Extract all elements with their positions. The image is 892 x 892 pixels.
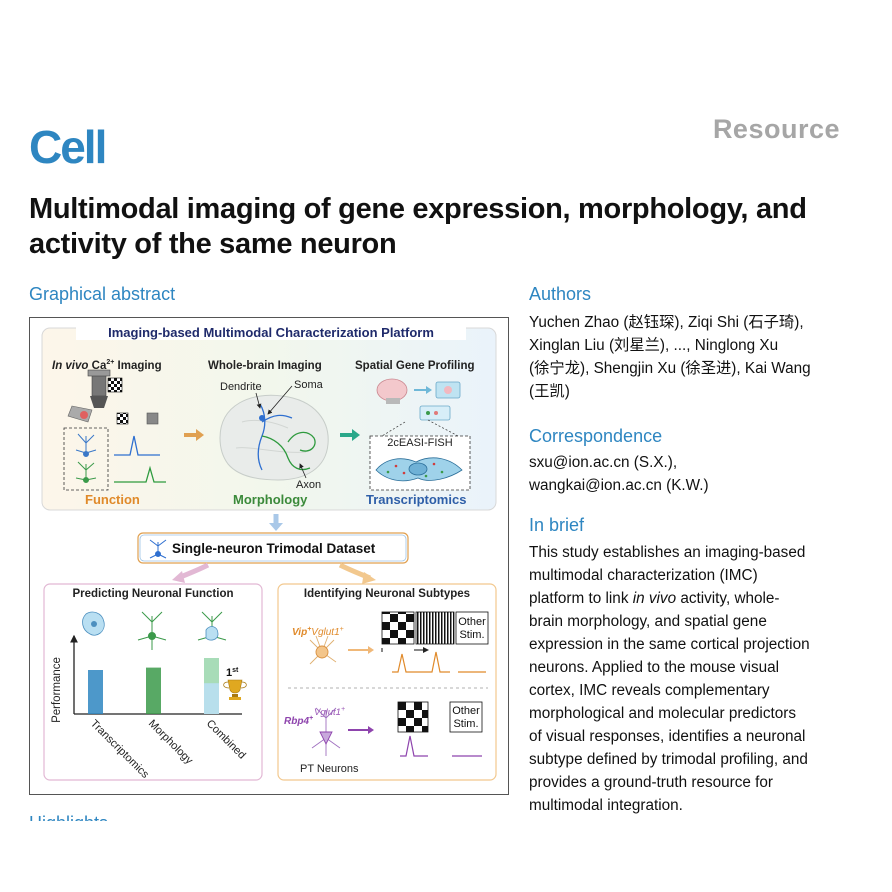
in-brief-line: multimodal characterization (IMC) <box>529 567 758 584</box>
combined-neuron-icon <box>197 611 227 641</box>
checker-stimulus-icon <box>107 377 123 393</box>
checker-stimulus-icon <box>381 611 415 645</box>
panel1-title: In vivo Ca2+ Imaging <box>52 359 162 372</box>
bar-transcriptomics <box>88 670 103 714</box>
author-line: (王凯) <box>529 383 570 400</box>
other-stimulus-box <box>455 611 489 645</box>
predict-title: Predicting Neuronal Function <box>72 588 233 600</box>
platform-title: Imaging-based Multimodal Characterizatio… <box>108 325 434 340</box>
authors-heading: Authors <box>529 284 592 304</box>
blue-trace-icon <box>114 435 160 456</box>
pt-trace-icon <box>400 735 428 757</box>
checker-stimulus-icon <box>397 701 429 733</box>
blue-neuron-icon <box>75 433 97 457</box>
panel3-title: Spatial Gene Profiling <box>355 360 475 372</box>
in-brief-line: neurons. Applied to the mouse visual <box>529 659 780 676</box>
fish-label: 2cEASI-FISH <box>387 437 452 449</box>
vglut1-label: Vglut1+ <box>314 706 345 718</box>
correspondence-list: sxu@ion.ac.cn (S.X.), wangkai@ion.ac.cn … <box>529 451 869 497</box>
gray-stimulus-icon <box>146 412 159 425</box>
author-line: Yuchen Zhao (赵钰琛), Ziqi Shi (石子琦), <box>529 314 804 331</box>
highlights-heading: Highlights <box>29 812 108 821</box>
axon-label: Axon <box>296 479 321 491</box>
traced-neuron-icon <box>257 403 316 471</box>
transcriptomics-label: Transcriptomics <box>366 492 466 507</box>
vip-label: Vip+Vglut1+ <box>292 626 344 638</box>
cell-small-icon <box>82 611 105 636</box>
panel2-title: Whole-brain Imaging <box>208 360 322 372</box>
vip-neuron-icon <box>309 635 337 665</box>
soma-label: Soma <box>294 379 324 391</box>
author-line: Xinglan Liu (刘星兰), ..., Ninglong Xu <box>529 337 779 354</box>
dataset-box <box>137 532 409 564</box>
identify-title: Identifying Neuronal Subtypes <box>304 588 470 600</box>
in-brief-line: expression in the same cortical projecti… <box>529 636 810 653</box>
other-stim-label: Other <box>452 705 480 717</box>
green-trace-icon <box>114 465 166 483</box>
journal-logo: Cell <box>29 121 107 173</box>
email-link[interactable]: wangkai@ion.ac.cn (K.W.) <box>529 477 709 494</box>
morphology-label: Morphology <box>233 492 308 507</box>
neuron-inset-box <box>63 427 109 491</box>
svg-text:1st: 1st <box>226 667 239 679</box>
in-brief-line: This study establishes an imaging-based <box>529 544 806 561</box>
brain-slice-icon <box>376 378 408 404</box>
morphology-neuron-icon <box>137 611 167 650</box>
grating-stimulus-icon <box>415 611 455 645</box>
in-brief-heading: In brief <box>529 515 585 535</box>
other-stim-label: Other <box>458 616 486 628</box>
vip-trace-icon <box>392 651 450 673</box>
in-brief-line: platform to link in vivo activity, whole… <box>529 590 780 607</box>
in-brief-line: multimodal integration. <box>529 797 683 814</box>
rbp4-label: Rbp4+ <box>284 715 313 727</box>
in-brief-text: This study establishes an imaging-based m… <box>529 541 869 817</box>
article-type: Resource <box>712 114 840 144</box>
dataset-title: Single-neuron Trimodal Dataset <box>172 541 376 556</box>
graphical-abstract-figure: Imaging-based Multimodal Characterizatio… <box>29 317 509 795</box>
function-label: Function <box>85 492 140 507</box>
in-brief-line: cortex, IMC reveals complementary <box>529 682 770 699</box>
dendrite-label: Dendrite <box>220 381 262 393</box>
graphical-abstract-heading: Graphical abstract <box>29 284 176 304</box>
other-stim-label: Stim. <box>459 629 484 641</box>
bar-overlay <box>204 683 219 714</box>
slide-icon <box>435 381 461 399</box>
green-neuron-icon <box>75 461 97 483</box>
microscope-icon <box>67 369 111 423</box>
cell-icon <box>375 457 463 482</box>
dataset-neuron-icon <box>149 539 167 559</box>
pt-neurons-label: PT Neurons <box>300 763 359 775</box>
article-title: Multimodal imaging of gene expression, m… <box>29 193 807 260</box>
other-stim-label: Stim. <box>453 718 478 730</box>
email-link[interactable]: sxu@ion.ac.cn (S.X.), <box>529 454 678 471</box>
in-brief-line: subtype defined by trimodal profiling, a… <box>529 751 808 768</box>
author-line: (徐宁龙), Shengjin Xu (徐圣进), Kai Wang <box>529 360 811 377</box>
bar-morphology <box>146 667 161 714</box>
authors-list: Yuchen Zhao (赵钰琛), Ziqi Shi (石子琦), Xingl… <box>529 311 869 403</box>
in-brief-line: of visual responses, identifies a neuron… <box>529 728 806 745</box>
trophy-icon: 1st <box>223 667 247 700</box>
in-brief-line: morphological and molecular predictors <box>529 705 796 722</box>
brain-icon <box>219 394 329 481</box>
pt-neuron-icon <box>311 707 341 756</box>
correspondence-heading: Correspondence <box>529 426 663 446</box>
in-brief-line: provides a ground-truth resource for <box>529 774 774 791</box>
in-brief-line: brain morphology, and spatial gene <box>529 613 767 630</box>
other-stimulus-box <box>449 701 483 733</box>
slide-stack-icon <box>419 405 451 421</box>
y-axis-label: Performance <box>51 657 63 723</box>
checker-stimulus-icon <box>116 412 129 425</box>
